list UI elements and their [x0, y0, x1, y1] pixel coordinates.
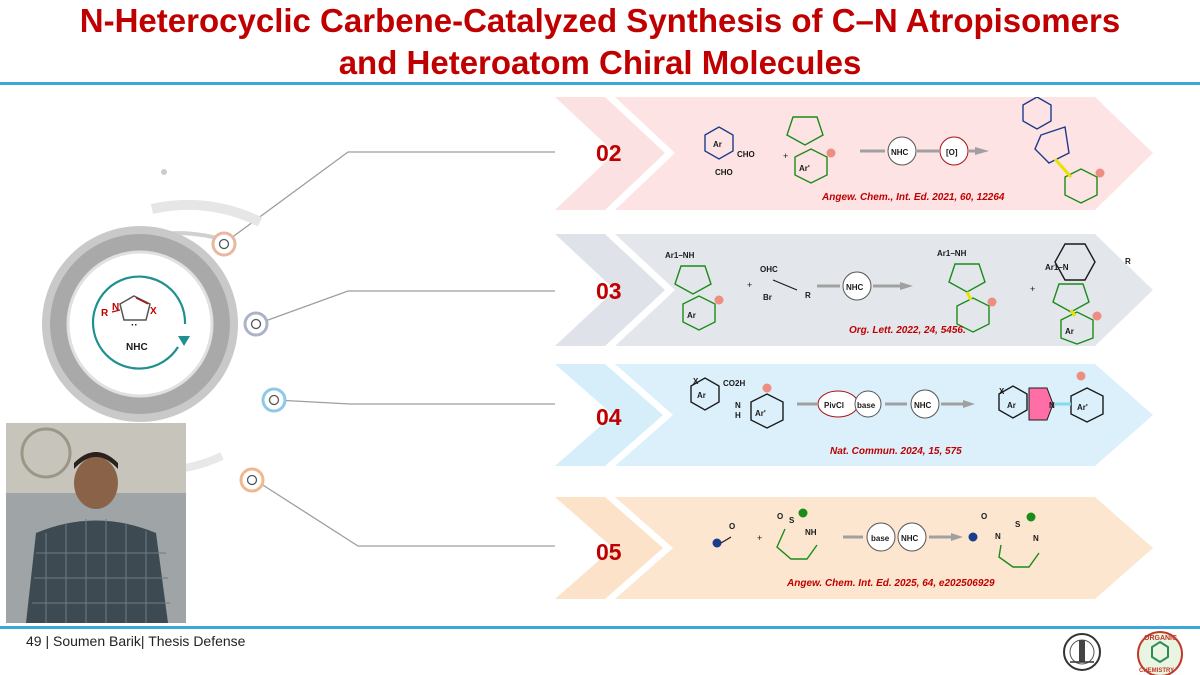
svg-text:N: N: [995, 532, 1001, 541]
hub-diagram: R N X ·· NHC: [42, 151, 555, 547]
step-number-03: 03: [596, 278, 622, 304]
organic-chemistry-logo: ORGANIC CHEMISTRY: [1137, 631, 1183, 675]
svg-text:Br: Br: [763, 293, 772, 302]
svg-text:R: R: [805, 291, 811, 300]
panel-05: O + O S NH base NHC O N S N: [555, 497, 1153, 599]
svg-text:[O]: [O]: [946, 148, 958, 157]
svg-text:CO2H: CO2H: [723, 379, 745, 388]
svg-text:NHC: NHC: [891, 148, 909, 157]
reference-02: Angew. Chem., Int. Ed. 2021, 60, 12264: [822, 192, 1005, 203]
svg-text:N: N: [735, 401, 741, 410]
footer-text: 49 | Soumen Barik| Thesis Defense: [26, 633, 246, 649]
svg-text:NHC: NHC: [126, 342, 148, 353]
svg-text:Ar: Ar: [697, 391, 706, 400]
nhc-structure: R N X ·· NHC: [91, 275, 190, 370]
svg-text:O: O: [981, 512, 987, 521]
reference-05: Angew. Chem. Int. Ed. 2025, 64, e2025069…: [787, 578, 995, 589]
svg-text:N: N: [1033, 534, 1039, 543]
svg-text:X: X: [999, 387, 1005, 396]
svg-text:Ar': Ar': [1077, 403, 1088, 412]
title-line-1: N-Heterocyclic Carbene-Catalyzed Synthes…: [79, 2, 1121, 39]
svg-text:NHC: NHC: [914, 401, 932, 410]
svg-text:PivCl: PivCl: [824, 401, 844, 410]
marker-04: [261, 387, 287, 413]
svg-text:Ar1–N: Ar1–N: [1045, 263, 1069, 272]
step-number-04: 04: [596, 404, 622, 430]
marker-05: [239, 467, 265, 493]
svg-text:··: ··: [131, 320, 138, 331]
bottom-divider: [0, 626, 1200, 629]
svg-text:S: S: [1015, 520, 1021, 529]
connector-02: [222, 151, 555, 245]
marker-03: [243, 311, 269, 337]
svg-text:CHO: CHO: [715, 168, 733, 177]
top-divider: [0, 82, 1200, 85]
svg-text:R: R: [1125, 257, 1131, 266]
svg-text:+: +: [1030, 284, 1035, 294]
step-number-05: 05: [596, 539, 622, 565]
title-line-2: and Heteroatom Chiral Molecules: [338, 44, 862, 81]
svg-text:Ar: Ar: [1065, 327, 1074, 336]
marker-02: [211, 231, 237, 257]
svg-text:Ar1–NH: Ar1–NH: [665, 251, 695, 260]
svg-text:base: base: [871, 534, 890, 543]
institute-logo: [1063, 633, 1101, 671]
step-number-02: 02: [596, 140, 622, 166]
svg-text:NH: NH: [805, 528, 817, 537]
svg-text:X: X: [693, 377, 699, 386]
panel-04: X CO2H Ar N H Ar' PivCl base NHC X Ar N …: [555, 364, 1153, 466]
svg-text:NHC: NHC: [901, 534, 919, 543]
svg-text:Ar': Ar': [799, 164, 810, 173]
svg-text:S: S: [789, 516, 795, 525]
reference-03: Org. Lett. 2022, 24, 5456.: [849, 325, 966, 336]
svg-text:Ar': Ar': [755, 409, 766, 418]
svg-text:NHC: NHC: [846, 283, 864, 292]
svg-text:N: N: [112, 302, 119, 313]
svg-text:+: +: [783, 151, 788, 161]
presenter-photo: [6, 423, 186, 623]
svg-text:CHO: CHO: [737, 150, 755, 159]
svg-text:R: R: [101, 308, 109, 319]
svg-text:+: +: [747, 280, 752, 290]
svg-text:N: N: [1049, 401, 1055, 410]
svg-text:O: O: [777, 512, 783, 521]
svg-text:ORGANIC: ORGANIC: [1144, 635, 1177, 642]
svg-text:Ar: Ar: [687, 311, 696, 320]
svg-text:base: base: [857, 401, 876, 410]
connector-03: [256, 290, 555, 325]
svg-text:H: H: [735, 411, 741, 420]
svg-text:Ar: Ar: [713, 140, 722, 149]
svg-text:CHEMISTRY: CHEMISTRY: [1139, 668, 1174, 674]
svg-text:O: O: [729, 522, 735, 531]
svg-text:Ar: Ar: [1007, 401, 1016, 410]
connector-04: [275, 399, 555, 405]
panel-03: Ar1–NH Ar + OHC Br R NHC Ar1–NH + Ar1–N …: [555, 234, 1153, 346]
hub-inner-circle: [66, 250, 214, 398]
connector-05: [254, 479, 555, 547]
svg-text:X: X: [150, 306, 157, 317]
svg-text:Ar1–NH: Ar1–NH: [937, 249, 967, 258]
slide-title: N-Heterocyclic Carbene-Catalyzed Synthes…: [0, 0, 1200, 84]
reference-04: Nat. Commun. 2024, 15, 575: [830, 446, 962, 457]
svg-text:+: +: [757, 533, 762, 543]
panel-02: Ar CHO CHO + Ar' NHC [O]: [555, 97, 1153, 210]
svg-text:OHC: OHC: [760, 265, 778, 274]
